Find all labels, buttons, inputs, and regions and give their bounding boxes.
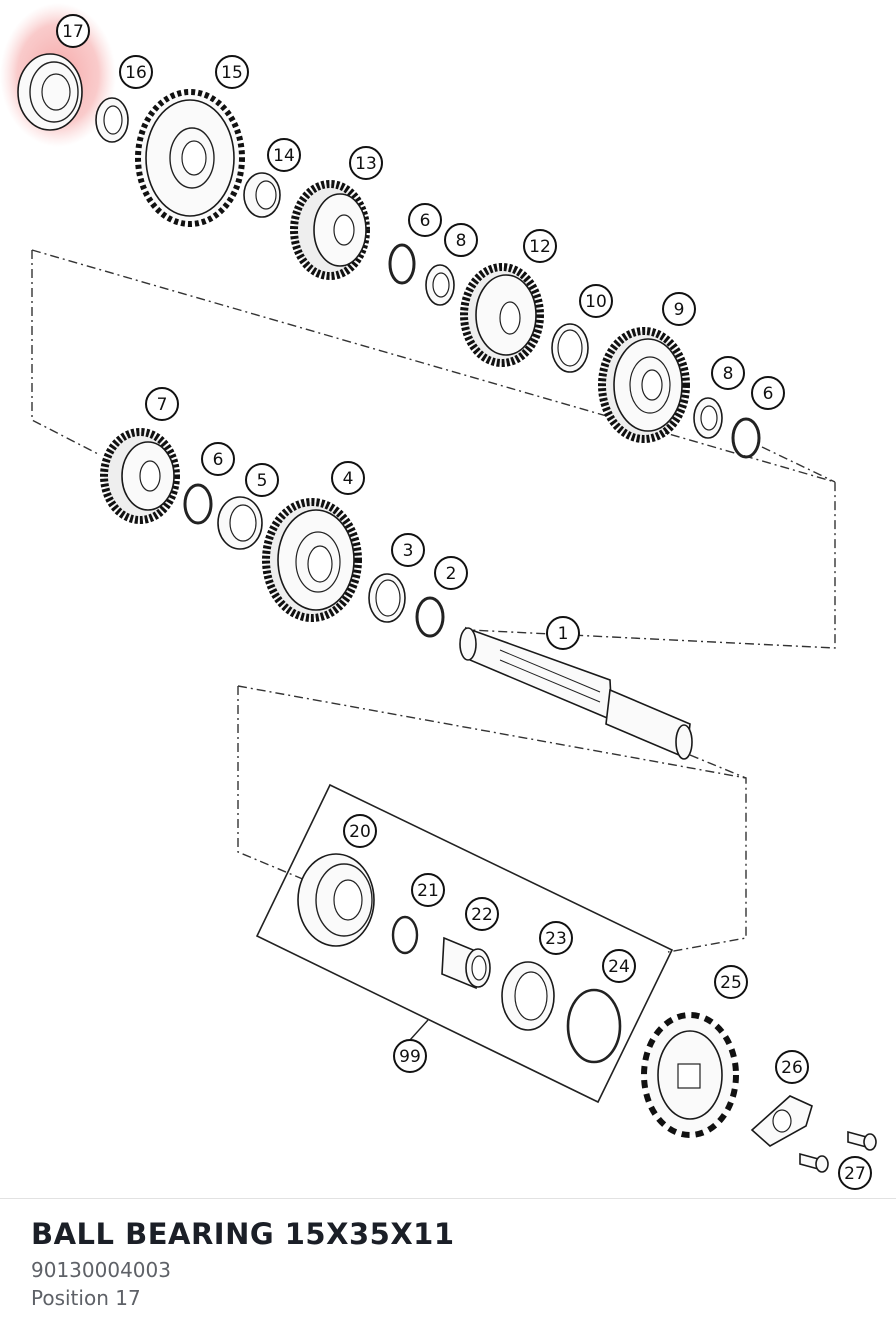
callout-label: 17 (62, 22, 84, 42)
callout-9[interactable]: 9 (662, 292, 696, 326)
callout-23[interactable]: 23 (539, 921, 573, 955)
callout-20[interactable]: 20 (343, 814, 377, 848)
callout-2[interactable]: 2 (434, 556, 468, 590)
part-number: 90130004003 (31, 1258, 171, 1282)
callout-label: 4 (343, 469, 354, 489)
callout-label: 24 (608, 957, 630, 977)
callout-label: 14 (273, 146, 295, 166)
callout-22[interactable]: 22 (465, 897, 499, 931)
callout-label: 25 (720, 973, 742, 993)
part-3-washer[interactable] (368, 573, 406, 623)
part-26-lock-plate[interactable] (750, 1095, 813, 1147)
callout-label: 20 (349, 822, 371, 842)
part-4-gear[interactable] (262, 498, 362, 622)
part-5-needle-bearing[interactable] (217, 496, 263, 550)
divider (0, 1198, 896, 1199)
callout-7[interactable]: 7 (145, 387, 179, 421)
callout-1[interactable]: 1 (546, 616, 580, 650)
part-27-screws[interactable] (799, 1130, 877, 1173)
part-6-circlip[interactable] (388, 243, 416, 285)
callout-14[interactable]: 14 (267, 138, 301, 172)
callout-99[interactable]: 99 (393, 1039, 427, 1073)
callout-label: 21 (417, 881, 439, 901)
callout-16[interactable]: 16 (119, 55, 153, 89)
callout-6[interactable]: 6 (201, 442, 235, 476)
callout-26[interactable]: 26 (775, 1050, 809, 1084)
part-23-shaft-seal[interactable] (501, 961, 555, 1031)
kit-outline (255, 783, 674, 1104)
callout-5[interactable]: 5 (245, 463, 279, 497)
callout-label: 8 (723, 364, 734, 384)
part-16-washer[interactable] (95, 97, 129, 143)
callout-24[interactable]: 24 (602, 949, 636, 983)
part-25-sprocket[interactable] (641, 1012, 739, 1138)
callout-label: 5 (257, 471, 268, 491)
part-17-ball-bearing[interactable] (17, 53, 83, 131)
callout-label: 10 (585, 292, 607, 312)
callout-12[interactable]: 12 (523, 229, 557, 263)
part-20-bearing[interactable] (297, 853, 375, 947)
callout-label: 99 (399, 1047, 421, 1067)
part-2-circlip[interactable] (415, 596, 445, 638)
callout-label: 15 (221, 63, 243, 83)
callout-label: 6 (213, 450, 224, 470)
callout-label: 7 (157, 395, 168, 415)
callout-27[interactable]: 27 (838, 1156, 872, 1190)
callout-13[interactable]: 13 (349, 146, 383, 180)
part-10-washer[interactable] (551, 323, 589, 373)
callout-25[interactable]: 25 (714, 965, 748, 999)
callout-21[interactable]: 21 (411, 873, 445, 907)
callout-label: 16 (125, 63, 147, 83)
callout-4[interactable]: 4 (331, 461, 365, 495)
callout-label: 6 (420, 211, 431, 231)
part-6-circlip-b[interactable] (731, 417, 761, 459)
part-15-gear[interactable] (135, 89, 245, 227)
part-12-gear[interactable] (460, 263, 544, 367)
callout-label: 12 (529, 237, 551, 257)
part-9-gear[interactable] (598, 327, 690, 443)
callout-label: 22 (471, 905, 493, 925)
callout-8[interactable]: 8 (711, 356, 745, 390)
callout-label: 9 (674, 300, 685, 320)
part-13-gear[interactable] (290, 180, 370, 280)
part-21-o-ring[interactable] (391, 915, 419, 955)
callout-10[interactable]: 10 (579, 284, 613, 318)
callout-label: 2 (446, 564, 457, 584)
part-title: BALL BEARING 15X35X11 (31, 1217, 455, 1251)
part-8-washer[interactable] (425, 264, 455, 306)
part-14-needle-bearing[interactable] (243, 172, 281, 218)
callout-label: 8 (456, 231, 467, 251)
part-6-circlip-c[interactable] (183, 483, 213, 525)
part-22-bushing[interactable] (441, 936, 491, 990)
callout-6[interactable]: 6 (408, 203, 442, 237)
part-24-retaining-ring[interactable] (566, 988, 622, 1064)
callout-label: 26 (781, 1058, 803, 1078)
part-7-gear[interactable] (100, 428, 180, 524)
callout-6[interactable]: 6 (751, 376, 785, 410)
callout-15[interactable]: 15 (215, 55, 249, 89)
callout-label: 1 (558, 624, 569, 644)
part-1-shaft[interactable] (459, 626, 693, 760)
callout-8[interactable]: 8 (444, 223, 478, 257)
part-position: Position 17 (31, 1286, 141, 1310)
callout-label: 6 (763, 384, 774, 404)
part-info-panel: BALL BEARING 15X35X11 90130004003 Positi… (31, 1212, 455, 1312)
callout-label: 27 (844, 1164, 866, 1184)
callout-label: 23 (545, 929, 567, 949)
callout-3[interactable]: 3 (391, 533, 425, 567)
group-outlines (31, 249, 836, 953)
callout-label: 13 (355, 154, 377, 174)
callout-17[interactable]: 17 (56, 14, 90, 48)
callout-label: 3 (403, 541, 414, 561)
part-8-washer-b[interactable] (693, 397, 723, 439)
exploded-parts-diagram: 1716151413681210986765432120212223242599… (0, 3, 877, 1190)
